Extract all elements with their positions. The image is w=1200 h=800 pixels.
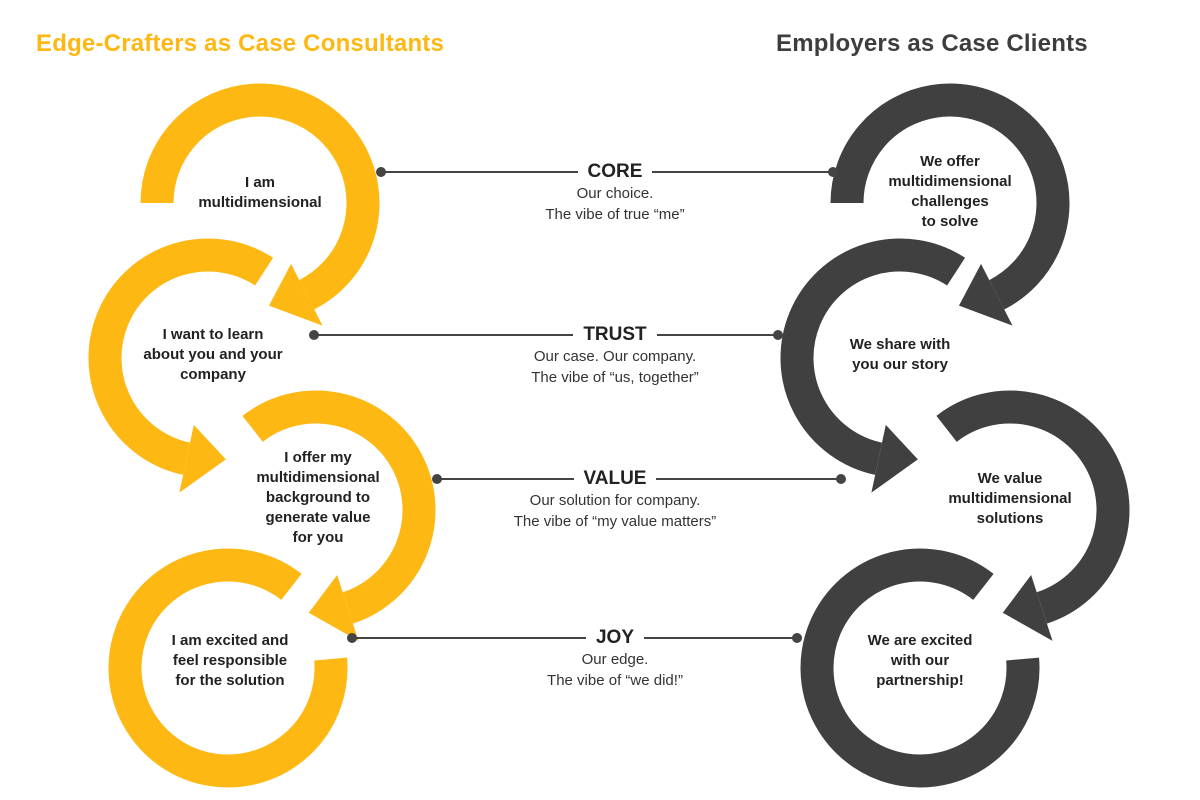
circle-text-line: to solve — [921, 213, 979, 230]
circle-text-line: for the solution — [175, 672, 285, 689]
connector-heading: VALUE — [573, 468, 657, 490]
connector-description: Our edge. — [581, 651, 649, 668]
right-cycle-1-arrowhead-icon — [958, 263, 1013, 326]
connector-dot-right — [828, 167, 838, 177]
left-cycle-2-arc — [88, 238, 274, 475]
circle-text-line: company — [180, 366, 246, 383]
right-column-title: Employers as Case Clients — [776, 30, 1088, 57]
circle-text-line: for you — [292, 529, 344, 546]
right-cycle-2-arc — [780, 238, 966, 475]
connector-description: The vibe of true “me” — [545, 206, 685, 223]
circle-text-line: partnership! — [876, 672, 964, 689]
connector-description: Our solution for company. — [529, 492, 701, 509]
connector-label-trust: TRUST Our case. Our company. The vibe of “… — [465, 324, 765, 388]
connector-label-joy: JOY Our edge. The vibe of “we did!” — [465, 627, 765, 691]
connector-dot-left — [376, 167, 386, 177]
connector-dot-right — [836, 474, 846, 484]
circle-text-line: multidimensional — [888, 173, 1012, 190]
connector-description: The vibe of “we did!” — [547, 672, 683, 689]
connector-label-core: CORE Our choice. The vibe of true “me” — [465, 161, 765, 225]
connector-dot-left — [432, 474, 442, 484]
left-cycle-4-arc — [108, 548, 348, 788]
circle-text-line: I offer my — [284, 449, 352, 466]
left-cycle-3-arc — [242, 390, 436, 624]
connector-dot-right — [773, 330, 783, 340]
connector-heading: JOY — [585, 627, 645, 649]
right-cycle-1-arc — [830, 83, 1070, 310]
circle-text-line: I want to learn — [162, 326, 264, 343]
circle-text-line: We are excited — [867, 632, 973, 649]
circle-text-line: about you and your — [143, 346, 283, 363]
right-circle-text-3: We value multidimensional solutions — [925, 469, 1095, 529]
right-cycle-2-arrowhead-icon — [871, 424, 918, 493]
left-circle-text-3: I offer my multidimensional background to g… — [233, 448, 403, 548]
connector-heading: CORE — [577, 161, 653, 183]
circle-text-line: We share with — [849, 336, 951, 353]
circle-text-line: challenges — [911, 193, 989, 210]
circle-text-line: We offer — [920, 153, 980, 170]
connector-description: The vibe of “us, together” — [531, 369, 699, 386]
left-circle-text-2: I want to learn about you and your company — [128, 325, 298, 385]
left-cycle-3-arrowhead-icon — [308, 575, 359, 641]
left-circle-text-4: I am excited and feel responsible for the … — [145, 631, 315, 691]
circle-text-line: solutions — [976, 510, 1044, 527]
circle-text-line: background to — [265, 489, 371, 506]
right-cycle-3-arrowhead-icon — [1002, 575, 1053, 641]
circle-text-line: multidimensional — [198, 194, 322, 211]
right-cycle-3-arc — [936, 390, 1130, 624]
circle-text-line: with our — [890, 652, 950, 669]
circle-text-line: We value — [977, 470, 1043, 487]
connector-dot-left — [309, 330, 319, 340]
connector-heading: TRUST — [573, 324, 657, 346]
circle-text-line: I am — [244, 174, 275, 191]
circle-text-line: multidimensional — [256, 469, 380, 486]
left-cycle-1-arc — [140, 83, 380, 310]
circle-text-line: generate value — [265, 509, 371, 526]
right-circle-text-1: We offer multidimensional challenges to sol… — [865, 152, 1035, 232]
left-circle-text-1: I am multidimensional — [175, 173, 345, 213]
left-cycle-2-arrowhead-icon — [179, 424, 226, 493]
right-circle-text-4: We are excited with our partnership! — [835, 631, 1005, 691]
circle-text-line: multidimensional — [948, 490, 1072, 507]
circle-text-line: you our story — [852, 356, 948, 373]
right-cycle-4-arc — [800, 548, 1040, 788]
right-circle-text-2: We share with you our story — [815, 335, 985, 375]
connector-description: Our choice. — [576, 185, 654, 202]
connector-dot-right — [792, 633, 802, 643]
connector-description: Our case. Our company. — [533, 348, 697, 365]
connector-description: The vibe of “my value matters” — [513, 513, 717, 530]
left-column-title: Edge-Crafters as Case Consultants — [36, 30, 445, 57]
circle-text-line: I am excited and — [171, 632, 289, 649]
connector-label-value: VALUE Our solution for company. The vibe o… — [465, 468, 765, 532]
left-cycle-1-arrowhead-icon — [268, 263, 323, 326]
connector-dot-left — [347, 633, 357, 643]
circle-text-line: feel responsible — [172, 652, 288, 669]
